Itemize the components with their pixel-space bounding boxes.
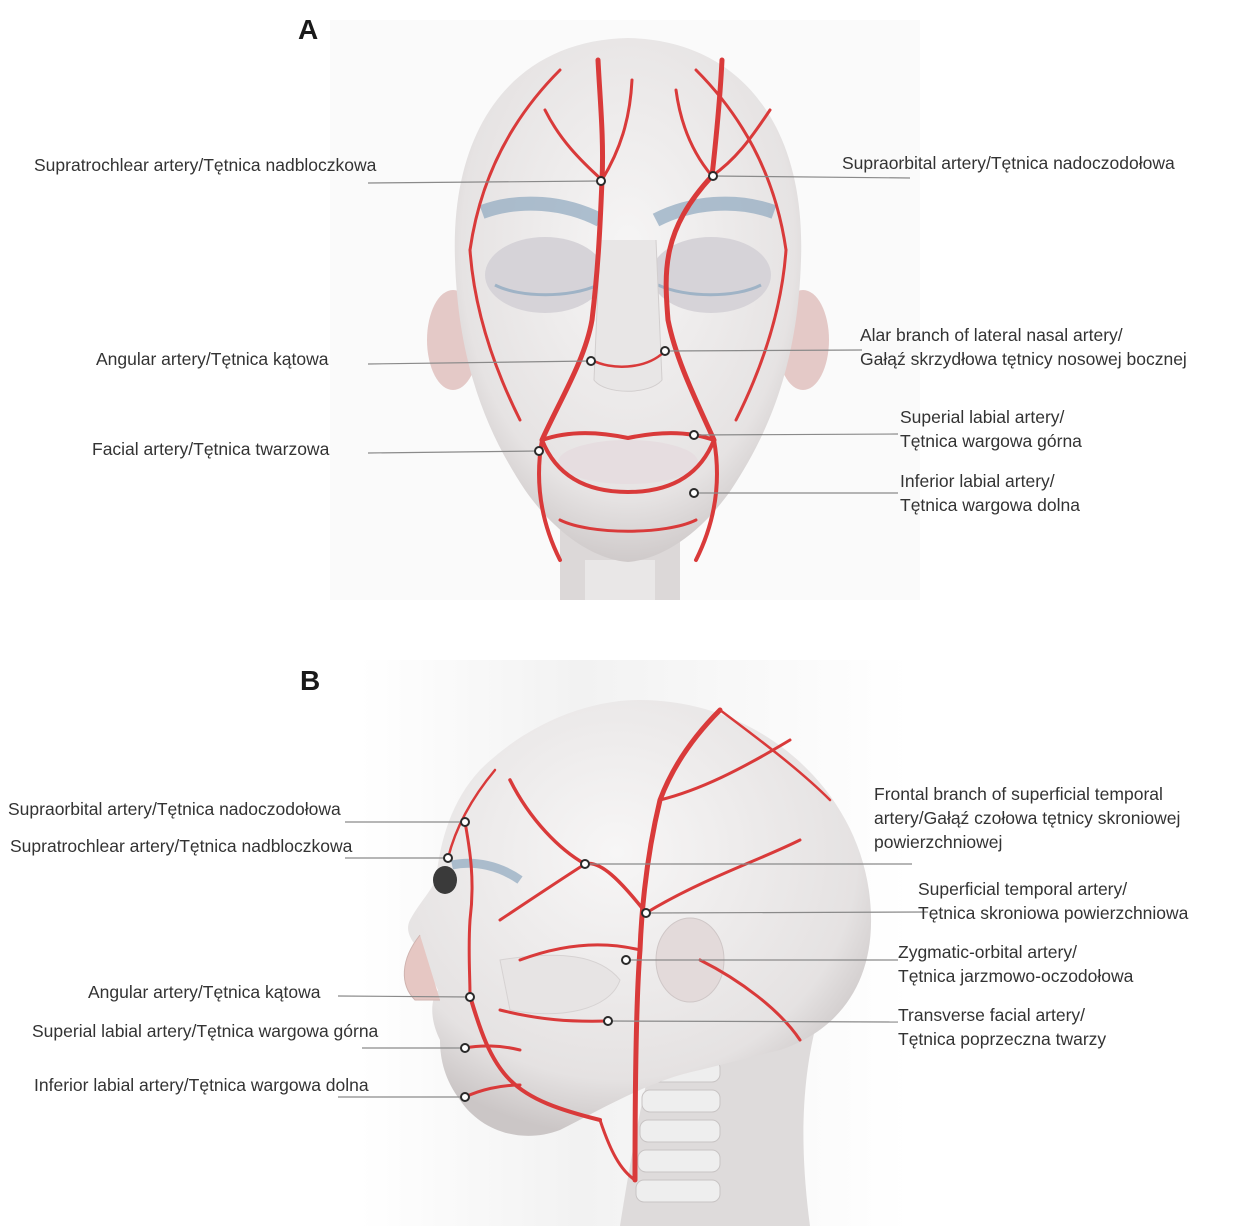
- panel-b-head: [360, 660, 910, 1226]
- label-b-transverse-facial-line1: Transverse facial artery/: [898, 1003, 1106, 1027]
- label-b-superficial-temporal: Superficial temporal artery/ Tętnica skr…: [918, 877, 1188, 925]
- label-b-frontal-branch: Frontal branch of superficial temporal a…: [874, 782, 1180, 854]
- label-b-angular: Angular artery/Tętnica kątowa: [88, 980, 320, 1004]
- label-b-supratrochlear: Supratrochlear artery/Tętnica nadbloczko…: [10, 834, 352, 858]
- label-a-superior-labial-line1: Superial labial artery/: [900, 405, 1082, 429]
- label-b-supraorbital: Supraorbital artery/Tętnica nadoczodołow…: [8, 797, 341, 821]
- label-b-superficial-temporal-line1: Superficial temporal artery/: [918, 877, 1188, 901]
- label-a-alar-line2: Gałąź skrzydłowa tętnicy nosowej bocznej: [860, 347, 1187, 371]
- label-b-zygomatic-orbital-line1: Zygmatic-orbital artery/: [898, 940, 1133, 964]
- label-a-inferior-labial-line1: Inferior labial artery/: [900, 469, 1080, 493]
- label-b-frontal-branch-line3: powierzchniowej: [874, 830, 1180, 854]
- label-b-inferior-labial: Inferior labial artery/Tętnica wargowa d…: [34, 1073, 369, 1097]
- label-a-alar: Alar branch of lateral nasal artery/ Gał…: [860, 323, 1187, 371]
- label-b-zygomatic-orbital-line2: Tętnica jarzmowo-oczodołowa: [898, 964, 1133, 988]
- label-a-superior-labial: Superial labial artery/ Tętnica wargowa …: [900, 405, 1082, 453]
- label-b-superior-labial: Superial labial artery/Tętnica wargowa g…: [32, 1019, 378, 1043]
- label-b-transverse-facial: Transverse facial artery/ Tętnica poprze…: [898, 1003, 1106, 1051]
- label-a-inferior-labial: Inferior labial artery/ Tętnica wargowa …: [900, 469, 1080, 517]
- panel-a-letter: A: [298, 14, 318, 46]
- label-b-zygomatic-orbital: Zygmatic-orbital artery/ Tętnica jarzmow…: [898, 940, 1133, 988]
- label-a-alar-line1: Alar branch of lateral nasal artery/: [860, 323, 1187, 347]
- label-a-facial: Facial artery/Tętnica twarzowa: [92, 437, 329, 461]
- panel-a-head: [330, 20, 920, 600]
- label-a-angular: Angular artery/Tętnica kątowa: [96, 347, 328, 371]
- label-b-superficial-temporal-line2: Tętnica skroniowa powierzchniowa: [918, 901, 1188, 925]
- label-b-frontal-branch-line2: artery/Gałąź czołowa tętnicy skroniowej: [874, 806, 1180, 830]
- label-a-supratrochlear: Supratrochlear artery/Tętnica nadbloczko…: [34, 153, 376, 177]
- label-b-transverse-facial-line2: Tętnica poprzeczna twarzy: [898, 1027, 1106, 1051]
- label-a-inferior-labial-line2: Tętnica wargowa dolna: [900, 493, 1080, 517]
- label-a-supraorbital: Supraorbital artery/Tętnica nadoczodołow…: [842, 151, 1175, 175]
- label-a-superior-labial-line2: Tętnica wargowa górna: [900, 429, 1082, 453]
- label-b-frontal-branch-line1: Frontal branch of superficial temporal: [874, 782, 1180, 806]
- panel-b-letter: B: [300, 665, 320, 697]
